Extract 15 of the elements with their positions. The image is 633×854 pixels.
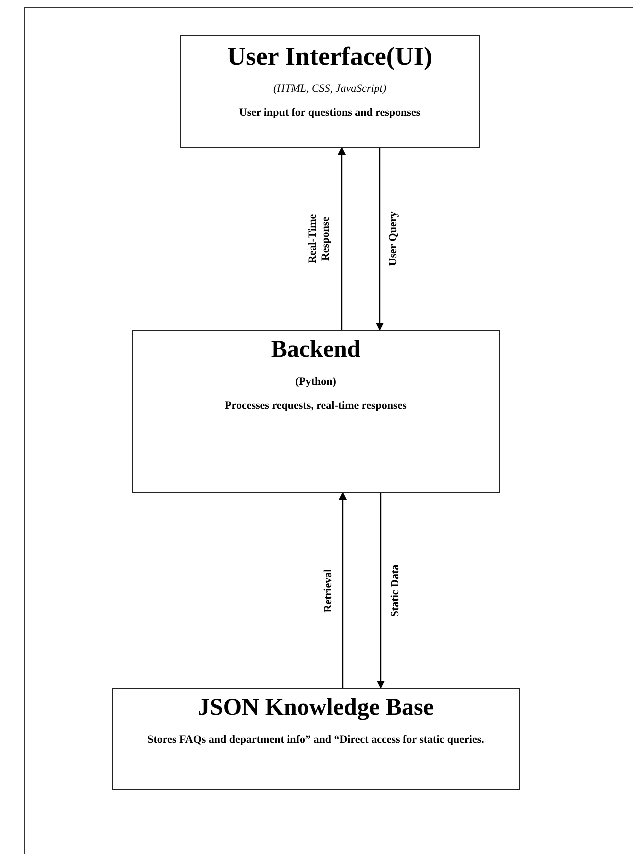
box-description: User input for questions and responses [239,106,421,122]
box-title: User Interface(UI) [227,42,433,72]
box-description: (Python) [296,374,336,390]
process-box [132,330,500,493]
process-box [112,688,520,790]
box-title: JSON Knowledge Base [198,695,434,723]
arrow [376,148,384,331]
box-description: (HTML, CSS, JavaScript) [273,82,387,97]
box-title: Backend [271,337,361,365]
arrow [338,147,346,330]
arrow [339,492,347,688]
arrow [377,493,385,689]
box-description: Processes requests, real-time responses [225,398,407,414]
process-box [180,35,480,148]
box-description: Stores FAQs and department info” and “Direct access for static queries. [148,732,484,748]
